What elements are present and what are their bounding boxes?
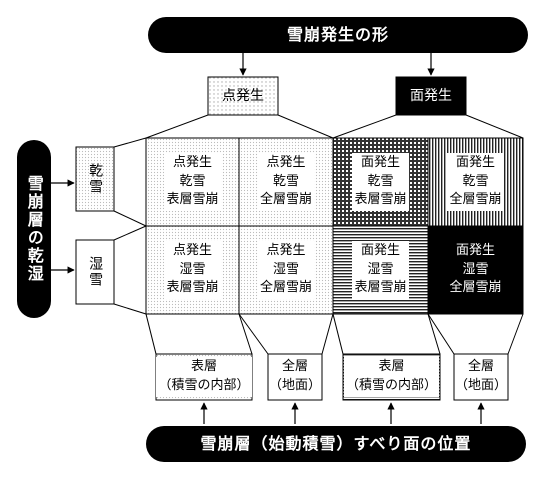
point-start-box <box>207 76 279 116</box>
layer-line: （積雪の内部） <box>345 378 437 393</box>
cell-line: 点発生 <box>266 242 306 258</box>
layer-text-1: 全層 （地面） <box>268 354 322 400</box>
cell-line: 湿雪 <box>367 261 394 277</box>
cell-text-4: 点発生湿雪表層雪崩 <box>146 226 239 314</box>
dry-snow-text: 乾雪 <box>87 163 104 195</box>
cell-line: 表層雪崩 <box>166 192 219 208</box>
fan-line <box>427 313 441 355</box>
cell-0 <box>145 137 240 227</box>
cell-line: 表層雪崩 <box>354 192 407 208</box>
layer-line: （地面） <box>268 378 321 393</box>
cell-line: 湿雪 <box>462 261 489 277</box>
fan-line <box>145 313 157 355</box>
fan-line <box>145 114 209 139</box>
fan-line <box>507 313 524 355</box>
cell-text-2: 面発生乾雪表層雪崩 <box>333 138 428 226</box>
layer-text-0: 表層 （積雪の内部） <box>156 354 252 400</box>
cell-line: 全層雪崩 <box>259 192 312 208</box>
fan-line <box>238 313 253 355</box>
cell-line: 面発生 <box>455 242 495 258</box>
wet-snow-label: 湿雪 <box>76 240 114 304</box>
layer-line: 全層 <box>467 359 494 375</box>
cell-line: 全層雪崩 <box>449 192 502 208</box>
dry-snow-box <box>75 146 115 212</box>
cell-line: 点発生 <box>266 154 306 170</box>
left-bar-title-text: 雪崩層の乾湿 <box>24 175 44 283</box>
cell-line: 乾雪 <box>272 173 299 189</box>
layer-line: （地面） <box>454 378 507 393</box>
fan-line <box>332 313 344 355</box>
layer-line: 全層 <box>281 359 308 375</box>
surface-start-box <box>395 76 467 116</box>
wet-snow-text: 湿雪 <box>87 256 104 288</box>
fan-line <box>332 114 397 139</box>
cell-line: 面発生 <box>360 154 400 170</box>
left-bar-shape <box>17 140 51 318</box>
layer-line: （積雪の内部） <box>158 378 250 393</box>
layer-box-3 <box>453 353 509 401</box>
cell-text-5: 点発生湿雪全層雪崩 <box>239 226 333 314</box>
cell-line: 全層雪崩 <box>259 280 312 296</box>
cell-line: 全層雪崩 <box>449 280 502 296</box>
point-start-label: 点発生 <box>222 87 264 104</box>
top-bar-title: 雪崩発生の形 <box>286 25 389 45</box>
cell-line: 乾雪 <box>179 173 206 189</box>
wet-snow-box <box>75 239 115 305</box>
fan-line <box>113 225 147 241</box>
cell-line: 湿雪 <box>272 261 299 277</box>
left-bar-title: 雪崩層の乾湿 <box>17 140 51 318</box>
layer-line: 表層 <box>190 359 217 375</box>
cell-text-3: 面発生乾雪全層雪崩 <box>428 138 523 226</box>
layer-text-2: 表層 （積雪の内部） <box>343 354 440 400</box>
fan-line <box>238 313 269 355</box>
cell-line: 面発生 <box>455 154 495 170</box>
fan-line <box>113 210 147 227</box>
cell-text-7: 面発生湿雪全層雪崩 <box>428 226 523 314</box>
cell-line: 乾雪 <box>462 173 489 189</box>
fan-line <box>277 114 334 139</box>
cell-line: 湿雪 <box>179 261 206 277</box>
top-bar-shape <box>148 17 528 53</box>
cell-7 <box>427 225 524 315</box>
layer-box-1 <box>267 353 323 401</box>
fan-line <box>113 137 147 148</box>
surface-start-label: 面発生 <box>410 87 452 104</box>
cell-text-1: 点発生乾雪全層雪崩 <box>239 138 333 226</box>
cell-line: 表層雪崩 <box>166 280 219 296</box>
cell-text-6: 面発生湿雪表層雪崩 <box>333 226 428 314</box>
fan-line <box>427 313 455 355</box>
fan-line <box>321 313 334 355</box>
cell-text-0: 点発生乾雪表層雪崩 <box>146 138 239 226</box>
cell-line: 面発生 <box>360 242 400 258</box>
layer-text-3: 全層 （地面） <box>454 354 508 400</box>
bottom-bar-title: 雪崩層（始動積雪）すべり面の位置 <box>200 434 472 454</box>
bottom-bar-shape <box>146 426 526 462</box>
fan-line <box>113 303 147 315</box>
cell-line: 点発生 <box>172 154 212 170</box>
dry-snow-label: 乾雪 <box>76 147 114 211</box>
fan-line <box>465 114 524 139</box>
cell-line: 点発生 <box>172 242 212 258</box>
cell-line: 乾雪 <box>367 173 394 189</box>
cell-line: 表層雪崩 <box>354 280 407 296</box>
layer-line: 表層 <box>378 359 405 375</box>
